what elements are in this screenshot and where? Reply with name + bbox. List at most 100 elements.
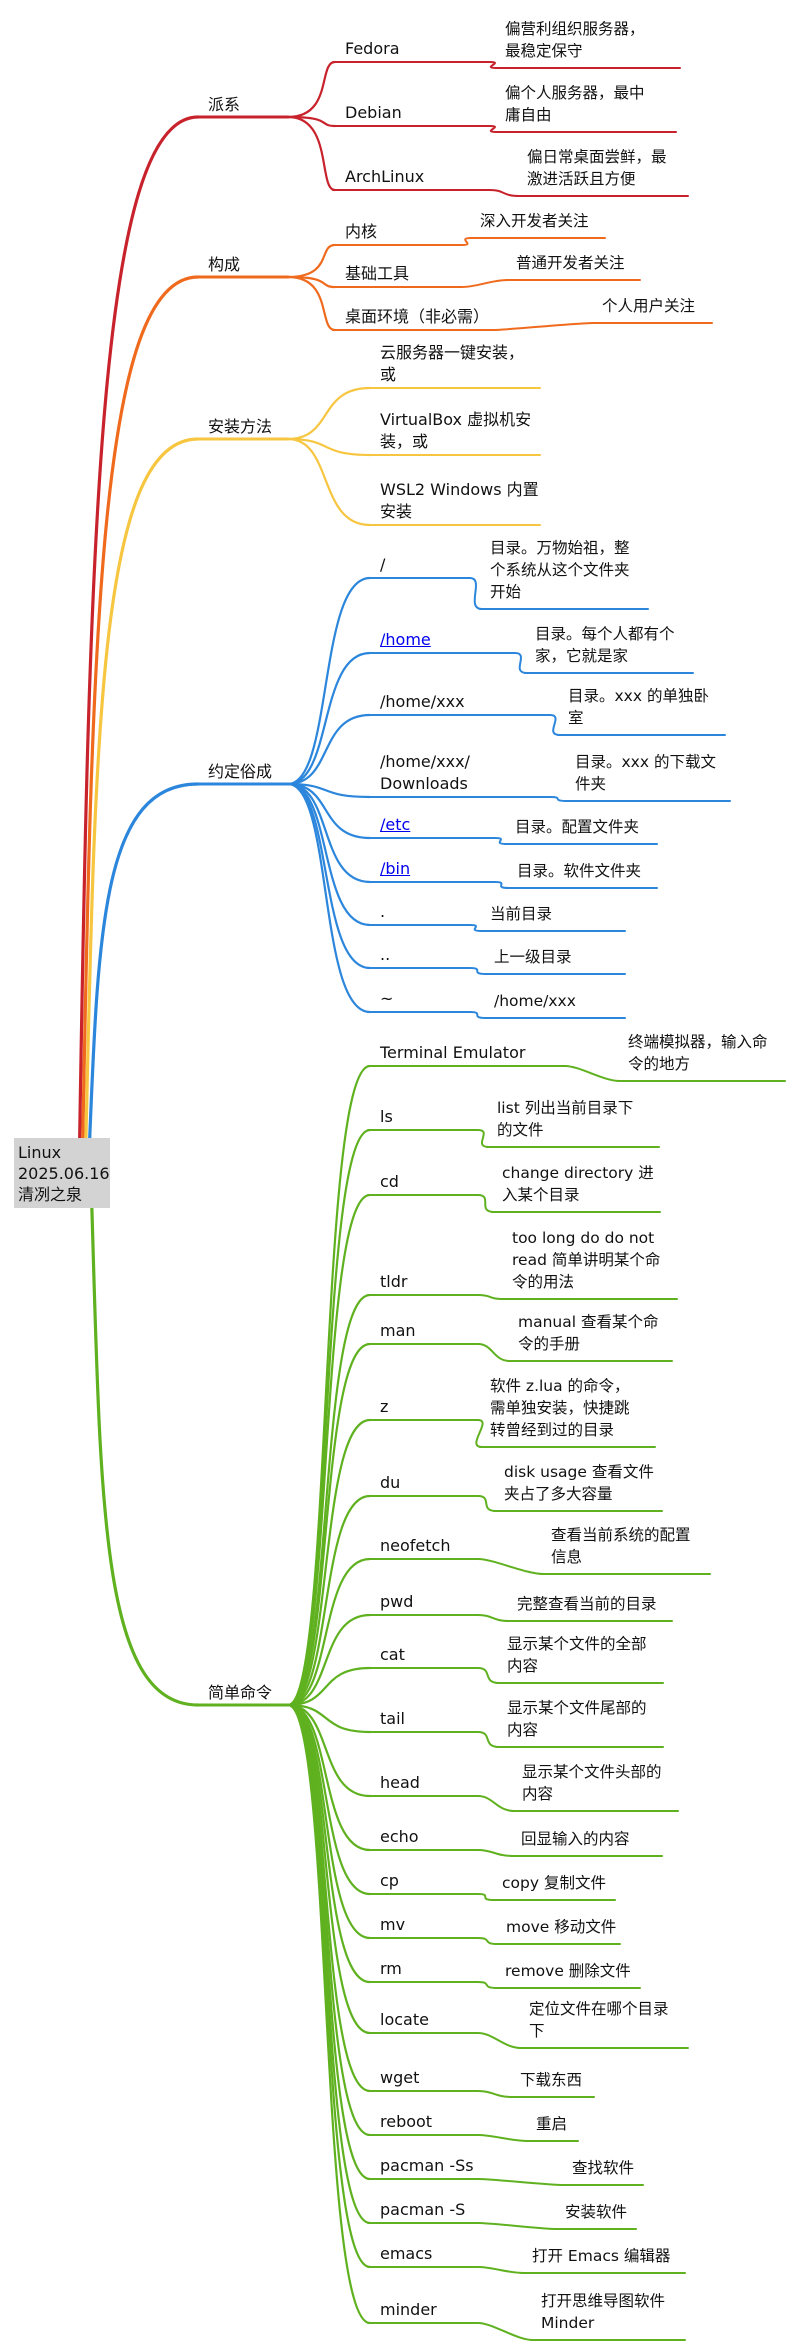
branch-label-3[interactable]: 约定俗成 [208,762,273,781]
child-label-4-9[interactable]: cat [380,1645,405,1664]
child-label-3-7[interactable]: .. [380,945,391,964]
child-connector-4-9 [286,1666,372,1707]
child-label-4-20[interactable]: pacman -S [380,2200,466,2219]
child-label-3-8[interactable]: ~ [380,989,394,1008]
child-connector-0-0 [286,60,337,119]
note-4-0[interactable]: 终端模拟器，输入命 令的地方 [628,1033,768,1073]
child-label-4-6[interactable]: du [380,1473,401,1492]
child-label-4-18[interactable]: reboot [380,2112,433,2131]
child-label-0-2[interactable]: ArchLinux [345,167,425,186]
note-connector-0-2 [489,189,520,197]
note-3-3[interactable]: 目录。xxx 的下载文 件夹 [575,753,716,793]
child-label-4-13[interactable]: cp [380,1871,399,1890]
child-label-4-2[interactable]: cd [380,1172,399,1191]
child-connector-4-2 [286,1193,372,1707]
child-label-3-0[interactable]: / [380,555,386,574]
root-node[interactable]: Linux 2025.06.16 清冽之泉 [14,1138,110,1208]
branch-connector-3 [86,782,200,1182]
note-4-8[interactable]: 完整查看当前的目录 [517,1595,657,1613]
child-label-4-22[interactable]: minder [380,2300,437,2319]
note-4-2[interactable]: change directory 进 入某个目录 [502,1164,654,1204]
note-connector-4-4 [477,1343,511,1362]
child-label-4-16[interactable]: locate [380,2010,429,2029]
note-3-2[interactable]: 目录。xxx 的单独卧 室 [568,687,709,727]
child-label-4-10[interactable]: tail [380,1709,405,1728]
child-label-3-3[interactable]: /home/xxx/ Downloads [380,752,470,793]
note-4-19[interactable]: 查找软件 [572,2159,635,2177]
child-label-4-15[interactable]: rm [380,1959,402,1978]
child-label-4-8[interactable]: pwd [380,1592,414,1611]
note-1-2[interactable]: 个人用户关注 [602,297,696,315]
note-connector-1-0 [461,237,473,246]
note-3-7[interactable]: 上一级目录 [494,948,572,966]
child-label-2-0[interactable]: 云服务器一键安装， 或 [380,343,525,384]
child-label-3-2[interactable]: /home/xxx [380,692,465,711]
note-connector-4-10 [477,1731,500,1748]
child-label-2-2[interactable]: WSL2 Windows 内置 安装 [380,480,539,521]
note-4-20[interactable]: 安装软件 [565,2203,628,2221]
note-4-9[interactable]: 显示某个文件的全部 内容 [507,1635,647,1675]
note-3-5[interactable]: 目录。软件文件夹 [517,862,642,880]
child-label-3-5[interactable]: /bin [380,859,411,878]
note-4-7[interactable]: 查看当前系统的配置 信息 [551,1526,691,1566]
child-label-4-12[interactable]: echo [380,1827,419,1846]
note-3-1[interactable]: 目录。每个人都有个 家，它就是家 [535,625,675,665]
note-4-22[interactable]: 打开思维导图软件 Minder [541,2292,666,2332]
note-4-11[interactable]: 显示某个文件头部的 内容 [522,1763,662,1803]
child-connector-3-5 [286,782,372,884]
child-label-0-1[interactable]: Debian [345,103,402,122]
note-0-0[interactable]: 偏营利组织服务器， 最稳定保守 [505,20,645,60]
child-label-4-4[interactable]: man [380,1321,416,1340]
note-3-6[interactable]: 当前目录 [490,905,553,923]
child-label-4-5[interactable]: z [380,1397,389,1416]
note-4-17[interactable]: 下载东西 [520,2071,583,2089]
note-4-13[interactable]: copy 复制文件 [502,1874,606,1892]
note-3-4[interactable]: 目录。配置文件夹 [515,818,640,836]
child-label-0-0[interactable]: Fedora [345,39,400,58]
child-label-3-6[interactable]: . [380,902,386,921]
child-label-4-1[interactable]: ls [380,1107,393,1126]
branch-label-1[interactable]: 构成 [208,255,241,274]
note-3-0[interactable]: 目录。万物始祖，整 个系统从这个文件夹 开始 [490,539,630,601]
branch-label-2[interactable]: 安装方法 [208,417,273,436]
note-connector-3-2 [549,714,561,736]
branch-label-4[interactable]: 简单命令 [208,1683,273,1702]
note-0-2[interactable]: 偏日常桌面尝鲜，最 激进活跃且方便 [527,148,667,188]
note-connector-4-17 [477,2090,513,2098]
child-label-3-1[interactable]: /home [380,630,431,649]
child-label-1-1[interactable]: 基础工具 [345,264,410,283]
child-label-4-21[interactable]: emacs [380,2244,433,2263]
child-label-4-7[interactable]: neofetch [380,1536,451,1555]
child-label-1-0[interactable]: 内核 [345,222,378,241]
note-4-5[interactable]: 软件 z.lua 的命令， 需单独安装，快捷跳 转曾经到过的目录 [490,1377,630,1439]
note-4-4[interactable]: manual 查看某个命 令的手册 [518,1313,659,1353]
note-connector-4-19 [477,2178,565,2186]
note-1-1[interactable]: 普通开发者关注 [516,254,625,272]
branch-label-0[interactable]: 派系 [208,95,241,114]
child-label-4-11[interactable]: head [380,1773,420,1792]
child-label-4-19[interactable]: pacman -Ss [380,2156,474,2175]
child-label-2-1[interactable]: VirtualBox 虚拟机安 装，或 [380,410,532,451]
note-4-14[interactable]: move 移动文件 [506,1918,617,1936]
child-label-4-0[interactable]: Terminal Emulator [380,1043,526,1062]
note-4-6[interactable]: disk usage 查看文件 夹占了多大容量 [504,1463,654,1503]
child-label-1-2[interactable]: 桌面环境（非必需） [345,307,490,326]
note-connector-3-5 [494,881,510,889]
child-label-4-14[interactable]: mv [380,1915,406,1934]
note-connector-3-7 [469,967,487,975]
note-4-3[interactable]: too long do do not read 简单讲明某个命 令的用法 [512,1229,661,1291]
note-connector-4-13 [477,1893,495,1901]
note-0-1[interactable]: 偏个人服务器，最中 庸自由 [505,84,645,124]
note-4-1[interactable]: list 列出当前目录下 的文件 [497,1099,634,1139]
child-label-4-17[interactable]: wget [380,2068,420,2087]
child-label-3-4[interactable]: /etc [380,815,411,834]
note-4-10[interactable]: 显示某个文件尾部的 内容 [507,1699,647,1739]
note-4-15[interactable]: remove 删除文件 [505,1962,631,1980]
child-label-4-3[interactable]: tldr [380,1272,408,1291]
note-3-8[interactable]: /home/xxx [494,992,576,1010]
note-4-12[interactable]: 回显输入的内容 [521,1830,630,1848]
note-1-0[interactable]: 深入开发者关注 [480,212,589,230]
note-4-18[interactable]: 重启 [536,2115,568,2133]
note-4-21[interactable]: 打开 Emacs 编辑器 [532,2247,671,2265]
note-4-16[interactable]: 定位文件在哪个目录 下 [529,2000,669,2040]
